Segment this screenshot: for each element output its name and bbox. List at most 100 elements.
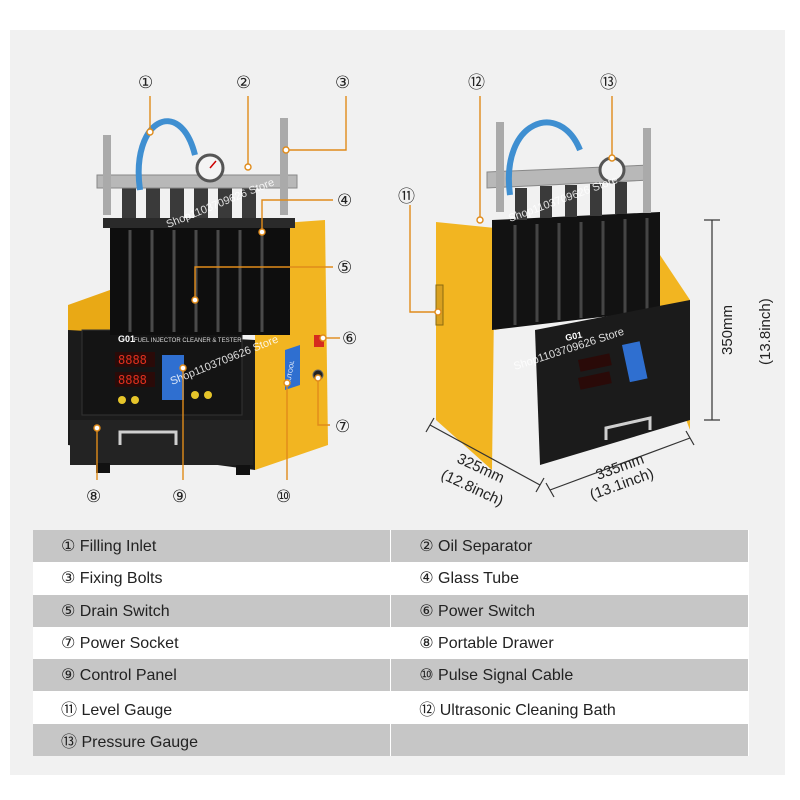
part-cell: ⑬ Pressure Gauge [33, 723, 392, 757]
fixing-bolt [103, 135, 111, 215]
part-label: Ultrasonic Cleaning Bath [439, 701, 616, 719]
callout-leader-lines [93, 96, 616, 480]
callout-11: ⑪ [398, 187, 415, 207]
glass-tubes [513, 218, 649, 325]
table-row: ⑦ Power Socket ⑧ Portable Drawer [33, 626, 749, 660]
led-readout: 8888 [118, 373, 147, 387]
injectors [122, 188, 256, 218]
part-label: Drain Switch [79, 602, 170, 620]
glass-tube-chamber [492, 212, 660, 330]
fixing-bolt [496, 122, 504, 212]
brand-side-text: AUTOOL [286, 359, 296, 385]
callout-5: ⑤ [337, 258, 352, 278]
part-label: Fixing Bolts [79, 570, 163, 588]
front-title: FUEL INJECTOR CLEANER & TESTER [134, 338, 242, 344]
callout-13: ⑬ [600, 73, 617, 93]
callout-10: ⑩ [276, 487, 291, 507]
part-number: ③ [61, 568, 76, 588]
part-label: Level Gauge [81, 701, 173, 719]
part-number: ⑦ [61, 633, 76, 653]
table-row: ⑬ Pressure Gauge [33, 723, 749, 757]
callout-9: ⑨ [172, 487, 187, 507]
model-badge: G01 [564, 330, 583, 343]
part-label: Power Switch [438, 602, 535, 620]
led-display [578, 353, 612, 372]
callout-2: ② [236, 73, 251, 93]
part-cell: ④ Glass Tube [390, 562, 749, 595]
led-display [578, 371, 612, 390]
part-number: ⑨ [61, 665, 76, 685]
part-cell: ⑫ Ultrasonic Cleaning Bath [390, 691, 749, 724]
callout-3: ③ [335, 73, 350, 93]
part-number: ⑩ [419, 665, 434, 685]
control-button [191, 391, 199, 399]
part-label: Control Panel [79, 667, 177, 685]
table-row: ⑤ Drain Switch ⑥ Power Switch [33, 594, 749, 627]
power-switch [314, 335, 324, 347]
part-cell: ⑤ Drain Switch [33, 594, 392, 627]
glass-tubes [128, 230, 264, 332]
part-label: Filling Inlet [79, 538, 157, 556]
table-row: ① Filling Inlet ② Oil Separator [33, 530, 749, 563]
fixing-bolt [280, 118, 288, 215]
part-cell: ⑩ Pulse Signal Cable [390, 659, 749, 692]
control-button [204, 391, 212, 399]
part-number: ⑫ [419, 699, 436, 719]
part-label: Pulse Signal Cable [438, 667, 574, 685]
led-display [115, 352, 155, 367]
part-cell: ⑪ Level Gauge [33, 691, 392, 724]
product-diagram: G01 FUEL INJECTOR CLEANER & TESTER 8888 … [68, 73, 774, 510]
callout-1: ① [138, 73, 153, 93]
part-cell: ② Oil Separator [390, 530, 749, 563]
part-number: ⑪ [61, 699, 78, 719]
table-row: ③ Fixing Bolts ④ Glass Tube [33, 562, 749, 595]
callout-6: ⑥ [342, 329, 357, 349]
tank-lid [103, 218, 295, 228]
callout-8: ⑧ [86, 487, 101, 507]
callout-12: ⑫ [468, 73, 485, 93]
part-number: ⑥ [419, 600, 434, 620]
height-mm: 350mm [719, 305, 736, 355]
glass-tube-chamber [110, 225, 290, 335]
callout-numbers: ① ② ③ ④ ⑤ ⑥ ⑦ ⑧ ⑨ ⑩ ⑪ ⑫ ⑬ [86, 73, 617, 507]
part-number: ⑧ [419, 633, 434, 653]
dimension-lines [425, 219, 720, 498]
drawer-handle [604, 416, 652, 440]
model-badge: G01 [118, 334, 135, 344]
part-number: ⑬ [61, 731, 78, 751]
empty-cell [390, 723, 749, 757]
fixing-bolt [643, 128, 651, 213]
parts-legend-table: ① Filling Inlet ② Oil Separator ③ Fixing… [33, 530, 749, 757]
part-label: Portable Drawer [438, 635, 554, 653]
machine-angle-view: G01 Shop1103709626 Store Shop1103709626 … [435, 119, 690, 470]
control-button [131, 396, 139, 404]
drawer-handle [118, 430, 178, 445]
part-cell: ⑧ Portable Drawer [390, 626, 749, 660]
control-button [118, 396, 126, 404]
callout-7: ⑦ [335, 417, 350, 437]
part-label: Glass Tube [438, 570, 519, 588]
part-number: ② [419, 536, 434, 556]
part-number: ① [61, 536, 76, 556]
callout-4: ④ [337, 191, 352, 211]
left-side-yellow [436, 222, 495, 470]
part-cell: ③ Fixing Bolts [33, 562, 392, 595]
part-cell: ⑥ Power Switch [390, 594, 749, 627]
function-screen [162, 355, 184, 400]
machine-front-view: G01 FUEL INJECTOR CLEANER & TESTER 8888 … [68, 118, 328, 475]
level-gauge [435, 284, 444, 326]
led-display [115, 372, 155, 387]
part-number: ⑤ [61, 600, 76, 620]
led-readout: 8888 [118, 353, 147, 367]
part-cell: ⑦ Power Socket [33, 626, 392, 660]
brand-badge [285, 345, 300, 390]
table-row: ⑪ Level Gauge ⑫ Ultrasonic Cleaning Bath [33, 691, 749, 724]
height-in: (13.8inch) [757, 298, 774, 365]
part-label: Pressure Gauge [81, 733, 198, 751]
part-label: Oil Separator [438, 538, 533, 556]
oil-separator-rail [96, 174, 298, 189]
front-panel [535, 300, 690, 465]
foot [236, 465, 250, 475]
part-cell: ① Filling Inlet [33, 530, 392, 563]
blue-hose [505, 119, 583, 196]
